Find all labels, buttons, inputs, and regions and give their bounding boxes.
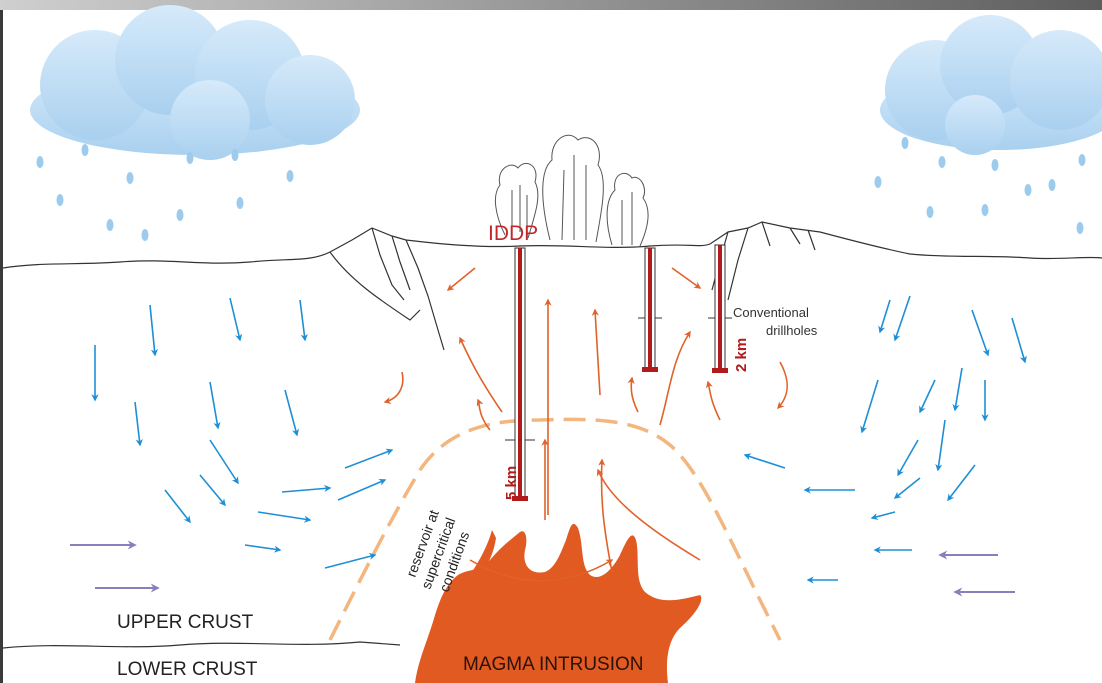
crust-boundary	[3, 642, 400, 648]
depth-5km-label: 5 km	[503, 466, 520, 500]
lower-crust-label: LOWER CRUST	[117, 659, 258, 680]
iddp-label: IDDP	[488, 222, 538, 245]
depth-2km-label: 2 km	[733, 338, 750, 372]
left-frame	[0, 10, 3, 683]
drillholes-label: drillholes	[766, 323, 818, 338]
cloud-right-icon	[880, 15, 1102, 155]
ground-surface	[3, 222, 1102, 350]
meteoric-water-arrows	[95, 296, 1025, 580]
cloud-left-icon	[30, 5, 360, 160]
drillholes	[505, 245, 732, 501]
rain-left	[37, 144, 294, 241]
upper-crust-label: UPPER CRUST	[117, 612, 254, 633]
magma-intrusion-label: MAGMA INTRUSION	[463, 654, 644, 675]
conventional-label: Conventional	[733, 305, 809, 320]
